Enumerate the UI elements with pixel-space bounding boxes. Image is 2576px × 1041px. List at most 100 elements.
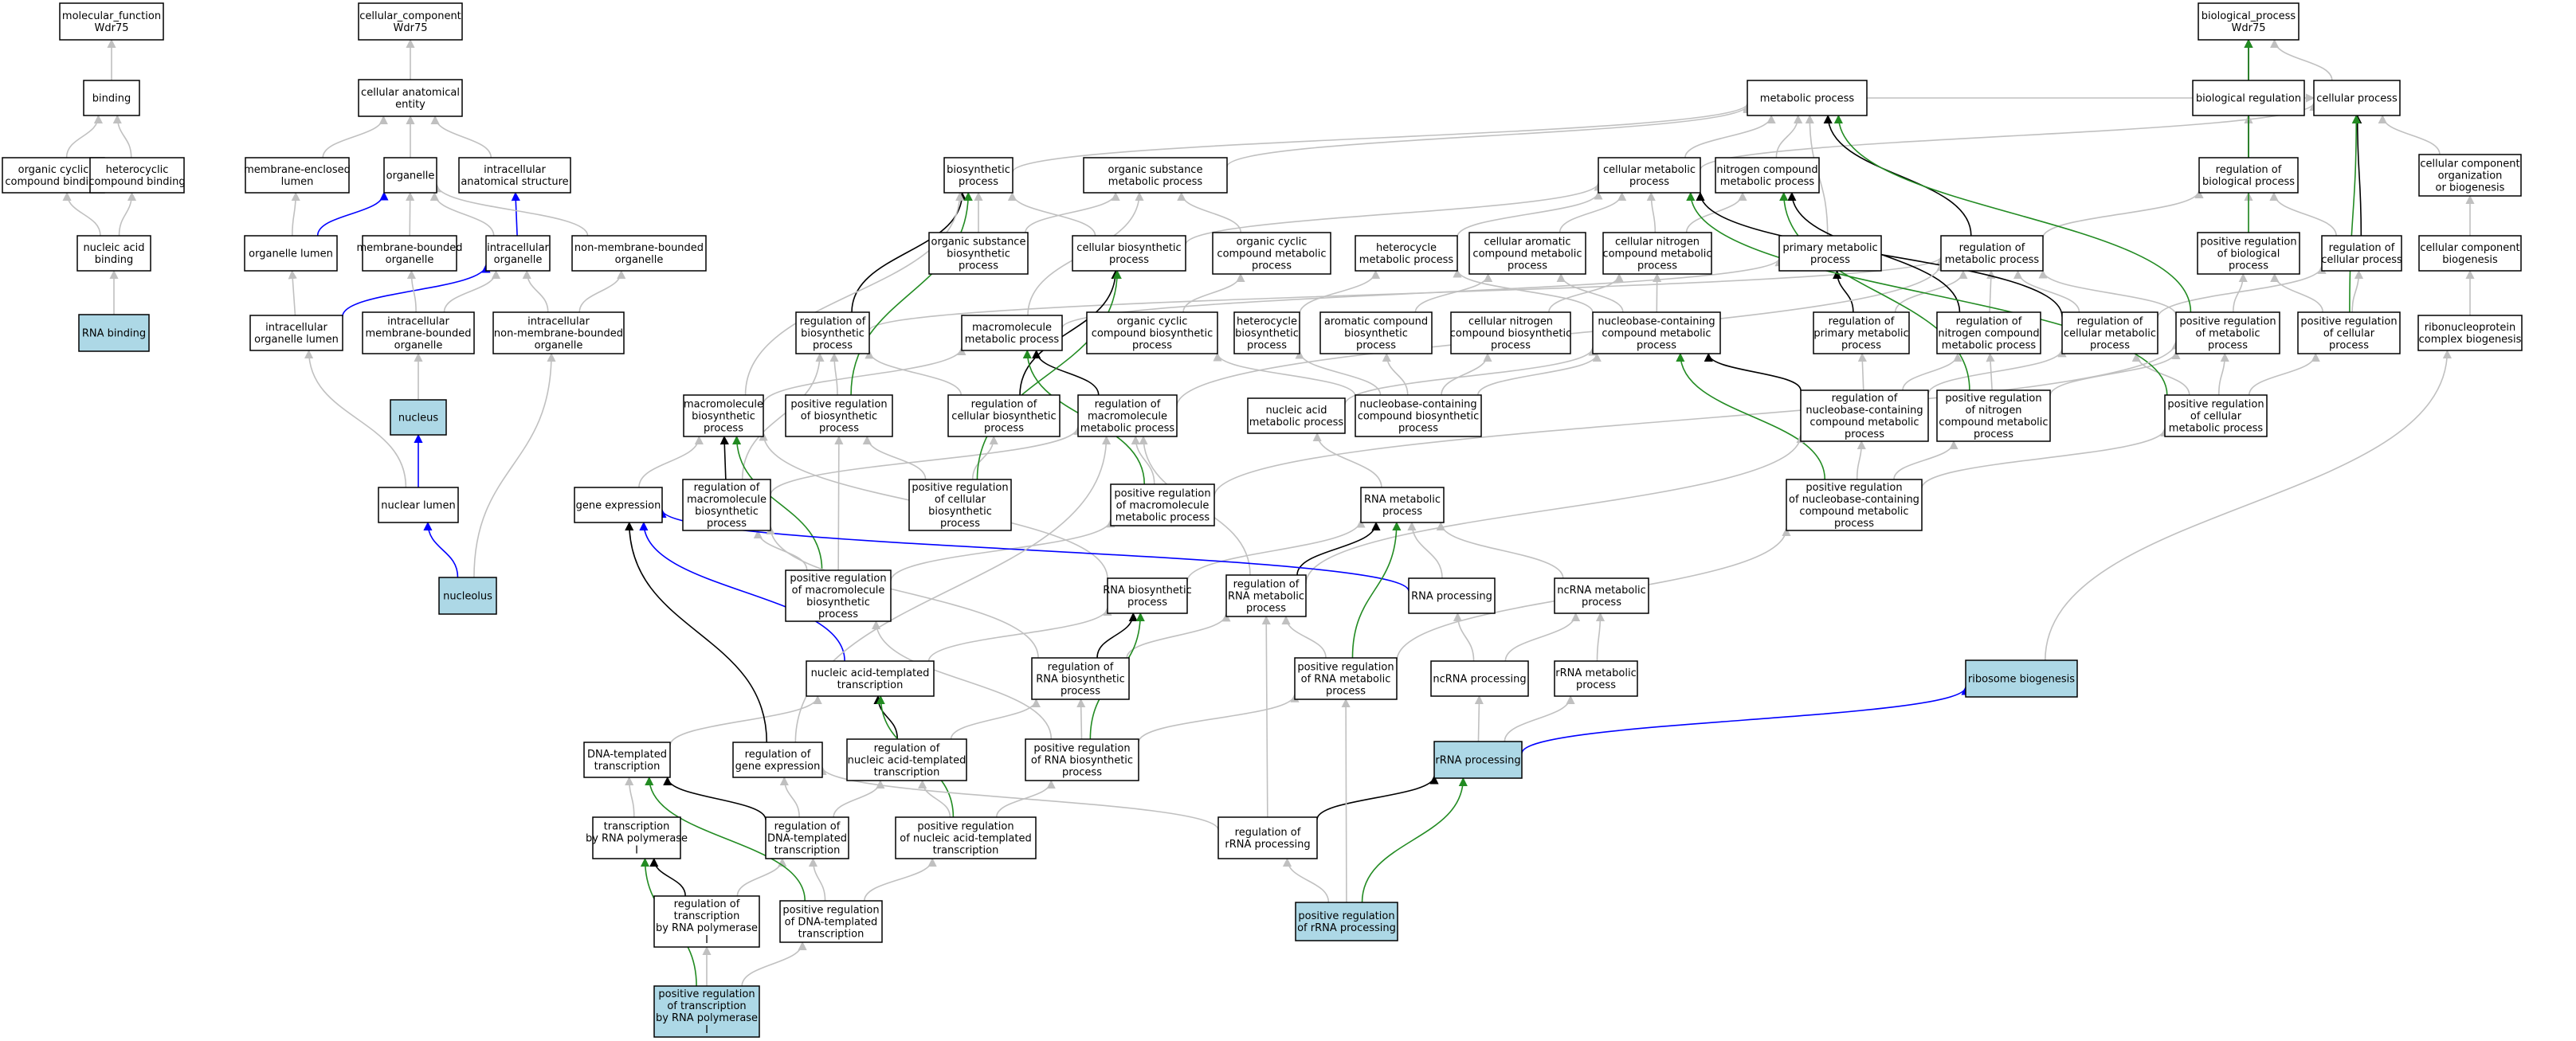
go-term-node-organelle[interactable]: organelle (383, 157, 437, 194)
go-term-node-rnaproc[interactable]: RNA processing (1408, 577, 1496, 614)
go-term-node-nucleolus[interactable]: nucleolus (438, 577, 497, 615)
node-box (2164, 394, 2268, 437)
edge-prrnabsp-to-prmbsp (871, 620, 1053, 740)
go-term-node-ncrnaproc[interactable]: ncRNA processing (1430, 660, 1529, 697)
go-term-node-cellp[interactable]: cellular process (2313, 80, 2401, 116)
go-term-node-rrnaproc[interactable]: rRNA processing (1433, 741, 1523, 779)
go-term-node-orgl[interactable]: organelle lumen (244, 235, 338, 272)
go-term-node-rnab[interactable]: RNA binding (78, 314, 150, 352)
go-term-node-rnbcmp[interactable]: regulation ofnucleobase-containingcompou… (1800, 389, 1929, 442)
edge-rdtt-to-dtt (663, 776, 767, 820)
node-label-line: positive regulation (912, 482, 1008, 494)
go-term-node-binding[interactable]: binding (83, 80, 140, 116)
go-term-node-nlumen[interactable]: nuclear lumen (378, 487, 459, 523)
node-label-line: metabolic process (1720, 176, 1815, 188)
go-term-node-nucleus[interactable]: nucleus (390, 399, 447, 436)
node-box (1965, 659, 2078, 698)
go-term-node-ribobio[interactable]: ribosome biogenesis (1965, 659, 2078, 698)
go-term-node-metab[interactable]: metabolic process (1747, 80, 1868, 116)
go-term-node-geneexp[interactable]: gene expression (574, 487, 663, 523)
go-term-node-rmbsp[interactable]: regulation ofmacromoleculebiosyntheticpr… (682, 479, 771, 531)
go-term-node-inmbo[interactable]: intracellularnon-membrane-boundedorganel… (492, 311, 625, 354)
go-term-node-breg[interactable]: biological regulation (2192, 80, 2305, 116)
